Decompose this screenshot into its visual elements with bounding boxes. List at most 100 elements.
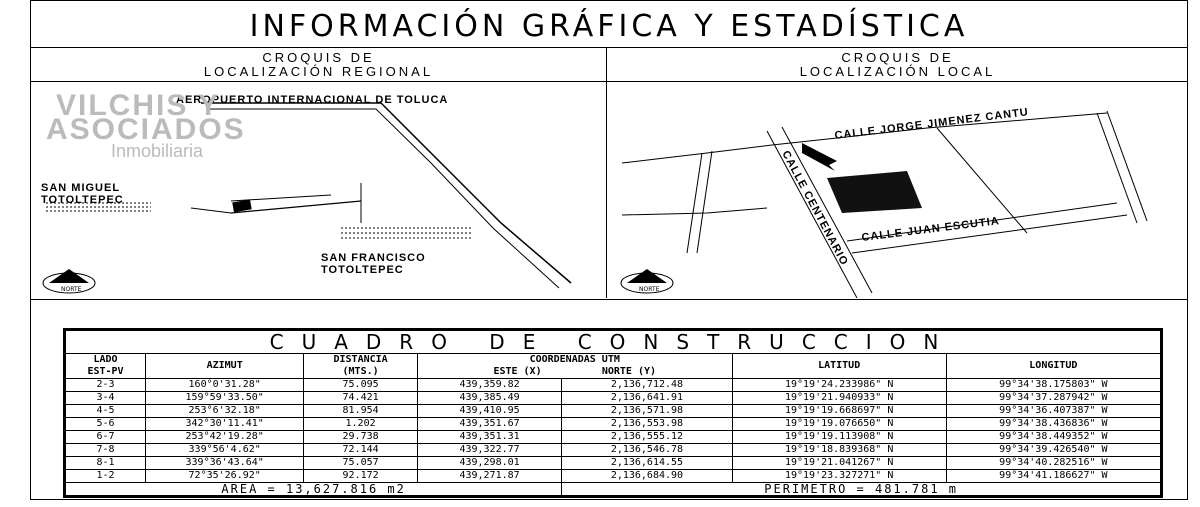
- cell-norte: 2,136,684.90: [561, 469, 733, 483]
- cell-lat: 19°19'19.668697" N: [731, 404, 947, 418]
- cell-lado: 6-7: [64, 430, 147, 444]
- cell-lon: 99°34'41.186627" W: [945, 469, 1162, 483]
- cell-dist: 81.954: [303, 404, 418, 418]
- local-heading-line2: LOCALIZACIÓN LOCAL: [799, 64, 996, 79]
- cell-dist: 1.202: [303, 417, 418, 431]
- cell-lon: 99°34'38.436836" W: [945, 417, 1162, 431]
- panel-divider: [606, 48, 607, 298]
- cell-lon: 99°34'36.407387" W: [945, 404, 1162, 418]
- cell-lat: 19°19'24.233986" N: [731, 378, 947, 392]
- cell-lon: 99°34'38.449352" W: [945, 430, 1162, 444]
- cell-norte: 2,136,546.78: [561, 443, 733, 457]
- cell-lon: 99°34'38.175803" W: [945, 378, 1162, 392]
- section-divider: [31, 299, 1187, 300]
- cell-norte: 2,136,614.55: [561, 456, 733, 470]
- local-heading: CROQUIS DE LOCALIZACIÓN LOCAL: [607, 51, 1188, 82]
- cell-azimut: 160°0'31.28": [145, 378, 305, 392]
- cell-azimut: 72°35'26.92": [145, 469, 305, 483]
- cell-lat: 19°19'19.113908" N: [731, 430, 947, 444]
- cell-lado: 3-4: [64, 391, 147, 405]
- cell-lado: 1-2: [64, 469, 147, 483]
- cell-norte: 2,136,641.91: [561, 391, 733, 405]
- col-longitud: LONGITUD: [945, 353, 1162, 379]
- cell-lat: 19°19'18.839368" N: [731, 443, 947, 457]
- cell-lado: 7-8: [64, 443, 147, 457]
- cell-lon: 99°34'40.282516" W: [945, 456, 1162, 470]
- cell-lat: 19°19'21.041267" N: [731, 456, 947, 470]
- town1-label-line1: SAN MIGUEL: [41, 182, 120, 194]
- street3-label: CALLE JUAN ESCUTIA: [861, 215, 1000, 244]
- regional-heading-line1: CROQUIS DE: [262, 50, 375, 65]
- regional-heading-line2: LOCALIZACIÓN REGIONAL: [203, 64, 434, 79]
- north-label: NORTE: [639, 286, 660, 293]
- regional-map: AEROPUERTO INTERNACIONAL DE TOLUCA SAN M…: [41, 94, 572, 294]
- cell-lado: 8-1: [64, 456, 147, 470]
- street1-label: CALLE JORGE JIMENEZ CANTU: [834, 106, 1030, 142]
- cell-dist: 74.421: [303, 391, 418, 405]
- col-latitud: LATITUD: [731, 353, 947, 379]
- cell-dist: 92.172: [303, 469, 418, 483]
- cell-norte: 2,136,555.12: [561, 430, 733, 444]
- street2-label: CALLE CENTENARIO: [779, 149, 850, 268]
- cell-azimut: 253°6'32.18": [145, 404, 305, 418]
- local-map: CALLE JORGE JIMENEZ CANTU CALLE CENTENAR…: [620, 106, 1148, 298]
- cell-dist: 75.095: [303, 378, 418, 392]
- town2-label-line2: TOTOLTEPEC: [321, 264, 404, 276]
- cell-lat: 19°19'19.076650" N: [731, 417, 947, 431]
- watermark-line2: ASOCIADOS: [46, 113, 246, 146]
- cell-dist: 29.738: [303, 430, 418, 444]
- page-title: INFORMACIÓN GRÁFICA Y ESTADÍSTICA: [31, 7, 1187, 48]
- cell-este: 439,351.31: [416, 430, 563, 444]
- town2-label-line1: SAN FRANCISCO: [321, 252, 426, 264]
- cell-azimut: 339°56'4.62": [145, 443, 305, 457]
- cell-lat: 19°19'21.940933" N: [731, 391, 947, 405]
- cell-norte: 2,136,712.48: [561, 378, 733, 392]
- watermark-line3: Inmobiliaria: [111, 141, 204, 161]
- cell-lon: 99°34'37.287942" W: [945, 391, 1162, 405]
- cell-norte: 2,136,553.98: [561, 417, 733, 431]
- cell-azimut: 342°30'11.41": [145, 417, 305, 431]
- cell-lado: 2-3: [64, 378, 147, 392]
- cell-este: 439,322.77: [416, 443, 563, 457]
- cell-este: 439,385.49: [416, 391, 563, 405]
- cell-este: 439,359.82: [416, 378, 563, 392]
- col-azimut: AZIMUT: [145, 353, 305, 379]
- cell-dist: 75.057: [303, 456, 418, 470]
- town1-label-line2: TOTOLTEPEC: [41, 194, 124, 206]
- watermark-line1: VILCHIS Y: [56, 89, 221, 122]
- cell-lon: 99°34'39.426540" W: [945, 443, 1162, 457]
- cell-lado: 4-5: [64, 404, 147, 418]
- property-parcel: [827, 171, 922, 213]
- area-value: AREA = 13,627.816 m2: [64, 482, 563, 496]
- local-heading-line1: CROQUIS DE: [841, 50, 954, 65]
- cell-norte: 2,136,571.98: [561, 404, 733, 418]
- cell-este: 439,410.95: [416, 404, 563, 418]
- cell-lat: 19°19'23.327271" N: [731, 469, 947, 483]
- north-arrow-icon: NORTE: [42, 269, 96, 294]
- perimetro-value: PERIMETRO = 481.781 m: [561, 482, 1161, 496]
- document-frame: INFORMACIÓN GRÁFICA Y ESTADÍSTICA CROQUI…: [30, 0, 1188, 500]
- airport-label: AEROPUERTO INTERNACIONAL DE TOLUCA: [176, 94, 448, 106]
- cell-este: 439,271.87: [416, 469, 563, 483]
- cell-este: 439,298.01: [416, 456, 563, 470]
- regional-heading: CROQUIS DE LOCALIZACIÓN REGIONAL: [31, 51, 606, 82]
- table-title: CUADRO DE CONSTRUCCION: [65, 330, 1161, 354]
- cell-azimut: 159°59'33.50": [145, 391, 305, 405]
- cell-dist: 72.144: [303, 443, 418, 457]
- north-label: NORTE: [61, 286, 82, 293]
- col-distancia: DISTANCIA(MTS.): [303, 353, 418, 379]
- north-arrow-icon: NORTE: [620, 269, 674, 294]
- cell-azimut: 339°36'43.64": [145, 456, 305, 470]
- cell-lado: 5-6: [64, 417, 147, 431]
- cell-azimut: 253°42'19.28": [145, 430, 305, 444]
